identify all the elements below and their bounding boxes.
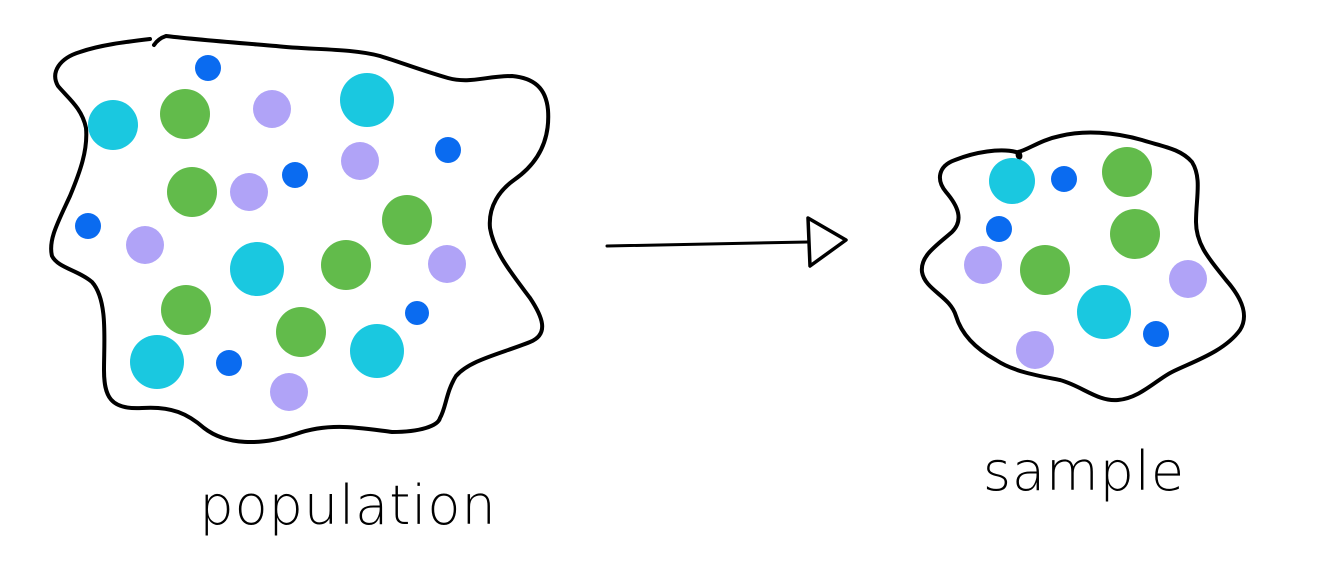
population-dot-lavender: [270, 373, 308, 411]
sample-dot-lavender: [1016, 331, 1054, 369]
sample-dot-cyan: [989, 158, 1035, 204]
population-dot-cyan: [340, 73, 394, 127]
sample-dots: [964, 147, 1207, 369]
population-dot-cyan: [88, 100, 138, 150]
population-dot-green: [321, 240, 371, 290]
population-dot-blue: [435, 137, 461, 163]
population-label: population: [199, 474, 496, 537]
population-dot-cyan: [350, 324, 404, 378]
population-dot-green: [160, 89, 210, 139]
population-dots: [75, 55, 466, 411]
population-dot-lavender: [341, 142, 379, 180]
sample-dot-cyan: [1077, 285, 1131, 339]
population-outline: [49, 34, 551, 444]
population-dot-blue: [195, 55, 221, 81]
sample-dot-lavender: [964, 246, 1002, 284]
population-dot-green: [382, 195, 432, 245]
population-dot-green: [161, 285, 211, 335]
population-dot-lavender: [126, 226, 164, 264]
population-dot-blue: [282, 162, 308, 188]
sample-dot-blue: [1051, 166, 1077, 192]
sample-dot-green: [1020, 245, 1070, 295]
sample-dot-green: [1102, 147, 1152, 197]
population-dot-lavender: [253, 90, 291, 128]
sample-dot-lavender: [1169, 260, 1207, 298]
population-dot-cyan: [230, 242, 284, 296]
arrow-head: [806, 216, 848, 268]
population-dot-blue: [405, 301, 429, 325]
population-dot-blue: [75, 213, 101, 239]
population-dot-green: [167, 167, 217, 217]
arrow-shaft: [605, 240, 810, 248]
sample-label: sample: [983, 440, 1185, 503]
population-dot-cyan: [130, 335, 184, 389]
sample-dot-blue: [986, 216, 1012, 242]
population-dot-blue: [216, 350, 242, 376]
population-dot-lavender: [428, 245, 466, 283]
sample-dot-blue: [1143, 321, 1169, 347]
population-dot-green: [276, 307, 326, 357]
population-dot-lavender: [230, 173, 268, 211]
sample-dot-green: [1110, 209, 1160, 259]
sample-outline: [919, 130, 1246, 403]
